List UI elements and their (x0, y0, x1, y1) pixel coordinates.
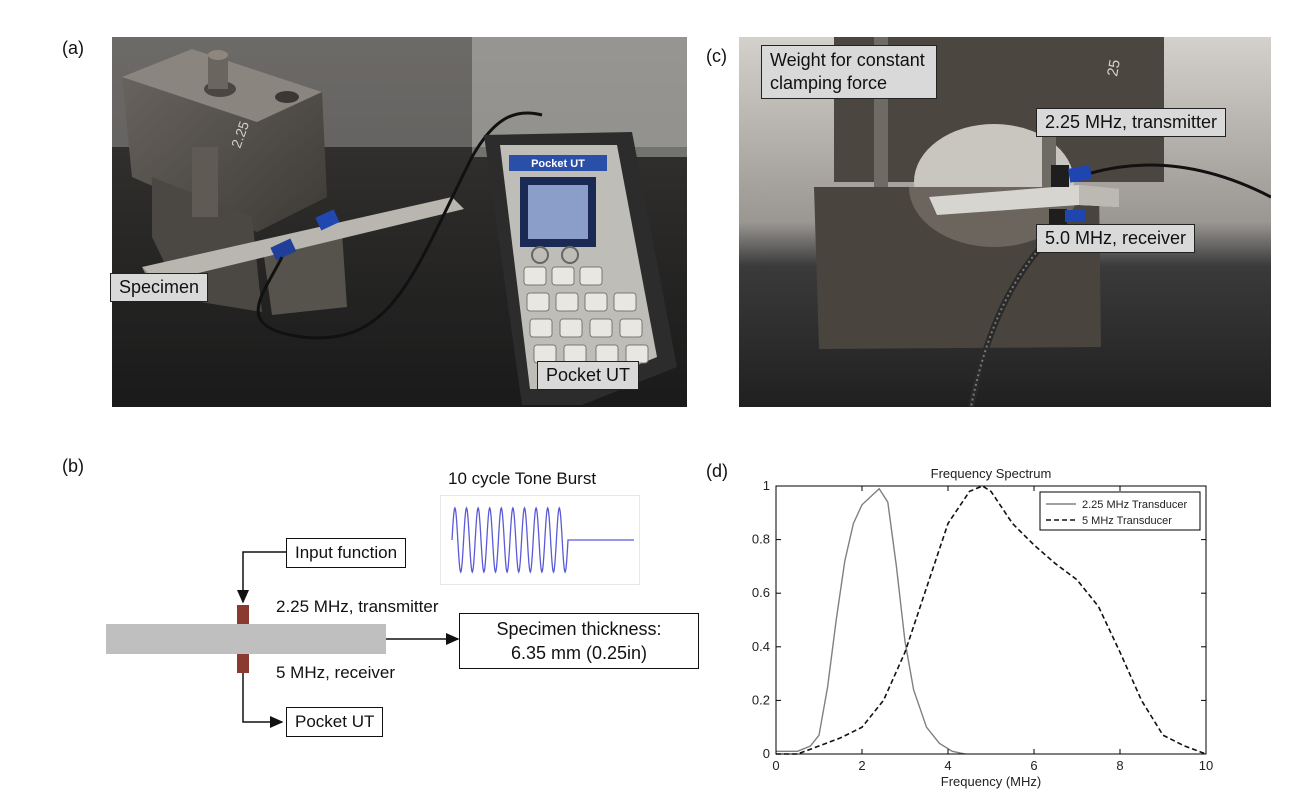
panel-label-b: (b) (62, 456, 84, 476)
y-tick-label: 1 (763, 478, 770, 493)
y-tick-label: 0.2 (752, 692, 770, 707)
callout-weight: Weight for constant clamping force (761, 45, 937, 99)
device-brand-label: Pocket UT (531, 158, 585, 170)
transmitter-transducer (237, 605, 249, 624)
legend-label-2: 5 MHz Transducer (1082, 515, 1172, 527)
tone-burst-waveform (451, 506, 634, 574)
frequency-spectrum-chart: Frequency Spectrum Frequency (MHz) 0 2 4 6 8… (752, 466, 1213, 789)
input-function-box: Input function (286, 538, 407, 568)
burst-title: 10 cycle Tone Burst (448, 469, 597, 488)
x-tick-label: 2 (858, 758, 865, 773)
x-tick-label: 10 (1199, 758, 1213, 773)
x-tick-label: 8 (1116, 758, 1123, 773)
legend-box (1039, 491, 1201, 531)
callout-pocket-ut: Pocket UT (537, 361, 640, 390)
panel-label-c: (c) (706, 46, 727, 66)
callout-specimen: Specimen (110, 273, 209, 302)
photo-a-illustration: Pocket UT 2.25 (112, 37, 687, 407)
specimen-bar (106, 624, 386, 654)
receiver-label: 5 MHz, receiver (276, 663, 396, 682)
y-tick-label: 0.4 (752, 639, 770, 654)
y-tick-label: 0.6 (752, 585, 770, 600)
x-tick-label: 4 (944, 758, 951, 773)
x-axis-label: Frequency (MHz) (941, 774, 1041, 789)
pocket-ut-box: Pocket UT (286, 707, 384, 737)
series-line-1 (776, 487, 966, 755)
legend: 2.25 MHz Transducer 5 MHz Transducer (1039, 491, 1201, 531)
x-tick-label: 0 (772, 758, 779, 773)
photo-a: Pocket UT 2.25 (112, 37, 687, 407)
tone-burst-plot (440, 495, 640, 585)
legend-label-1: 2.25 MHz Transducer (1082, 499, 1187, 511)
y-tick-label: 0 (763, 746, 770, 761)
transmitter-label: 2.25 MHz, transmitter (276, 597, 439, 616)
thickness-line1: Specimen thickness: (496, 619, 662, 639)
receiver-transducer (237, 654, 249, 673)
callout-transmitter: 2.25 MHz, transmitter (1036, 108, 1227, 137)
chart-title: Frequency Spectrum (931, 466, 1052, 481)
panel-label-a: (a) (62, 38, 84, 58)
y-tick-label: 0.8 (752, 532, 770, 547)
x-tick-label: 6 (1030, 758, 1037, 773)
callout-receiver: 5.0 MHz, receiver (1036, 224, 1196, 253)
specimen-schematic (106, 551, 460, 728)
plot-area (775, 485, 1207, 755)
panel-label-d: (d) (706, 461, 728, 481)
block-mark: 25 (1104, 58, 1124, 77)
thickness-box: Specimen thickness: 6.35 mm (0.25in) (459, 613, 699, 669)
series-line-2 (776, 485, 1207, 755)
thickness-line2: 6.35 mm (0.25in) (510, 643, 648, 663)
